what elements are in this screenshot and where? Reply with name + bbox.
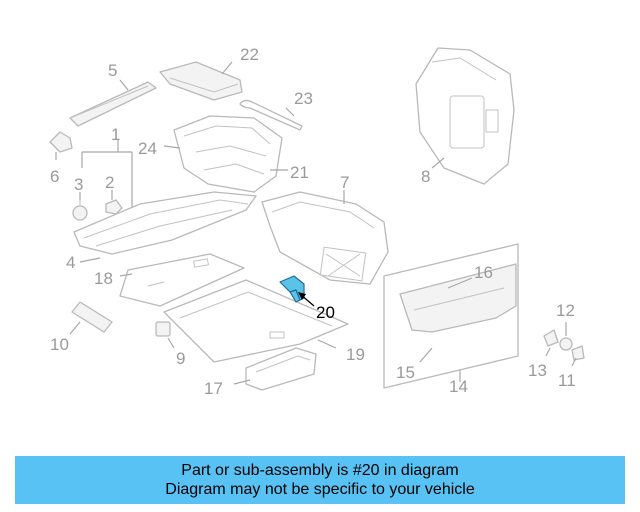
part-10-sill (69, 301, 113, 335)
callout-19: 19 (346, 345, 365, 364)
callout-18: 18 (94, 269, 113, 288)
callout-21: 21 (290, 163, 309, 182)
part-16-15-leaders (419, 277, 473, 363)
part-1-leaders (81, 140, 133, 212)
callout-15: 15 (396, 363, 415, 382)
part-14-lid-panel (383, 243, 519, 389)
banner-line-part-number: Part or sub-assembly is #20 in diagram (181, 462, 459, 479)
callout-12: 12 (556, 301, 575, 320)
part-19-floor-board (163, 279, 349, 363)
parts-diagram: 1 2 3 4 5 6 7 8 9 10 11 12 13 14 15 16 1… (49, 45, 585, 398)
part-18-mat (119, 253, 245, 307)
part-23-handle (239, 99, 303, 131)
callout-7: 7 (340, 173, 349, 192)
part-2-clip (105, 190, 123, 215)
part-21-tool-tray (163, 115, 288, 193)
part-8-side-panel (415, 47, 515, 185)
callout-13: 13 (528, 361, 547, 380)
callout-24: 24 (138, 139, 157, 158)
part-9-tab (155, 321, 175, 349)
callout-23: 23 (294, 89, 313, 108)
callout-3: 3 (74, 175, 83, 194)
part-6-clip (49, 131, 73, 160)
callout-1: 1 (111, 125, 120, 144)
banner-line-disclaimer: Diagram may not be specific to your vehi… (165, 481, 475, 498)
callout-5: 5 (108, 61, 117, 80)
callout-10: 10 (50, 335, 69, 354)
part-20-bracket (279, 275, 315, 307)
callout-16: 16 (474, 263, 493, 282)
callout-17: 17 (204, 379, 223, 398)
part-7-side-trim (261, 190, 389, 285)
callout-11: 11 (558, 371, 576, 390)
part-17-bin (233, 347, 317, 391)
part-3-clip (72, 192, 88, 221)
part-4-floor-panel (73, 191, 257, 263)
callout-6: 6 (50, 167, 59, 186)
info-banner: Part or sub-assembly is #20 in diagram D… (15, 456, 625, 504)
callout-4: 4 (66, 253, 75, 272)
parts-11-12-13-fasteners (543, 322, 585, 367)
callout-20: 20 (316, 303, 335, 322)
callout-2: 2 (105, 173, 114, 192)
part-5-cover (69, 79, 157, 127)
callout-8: 8 (421, 167, 430, 186)
callout-14: 14 (449, 377, 468, 396)
part-22-jack (159, 61, 243, 101)
callout-9: 9 (176, 349, 185, 368)
callout-22: 22 (240, 45, 259, 64)
